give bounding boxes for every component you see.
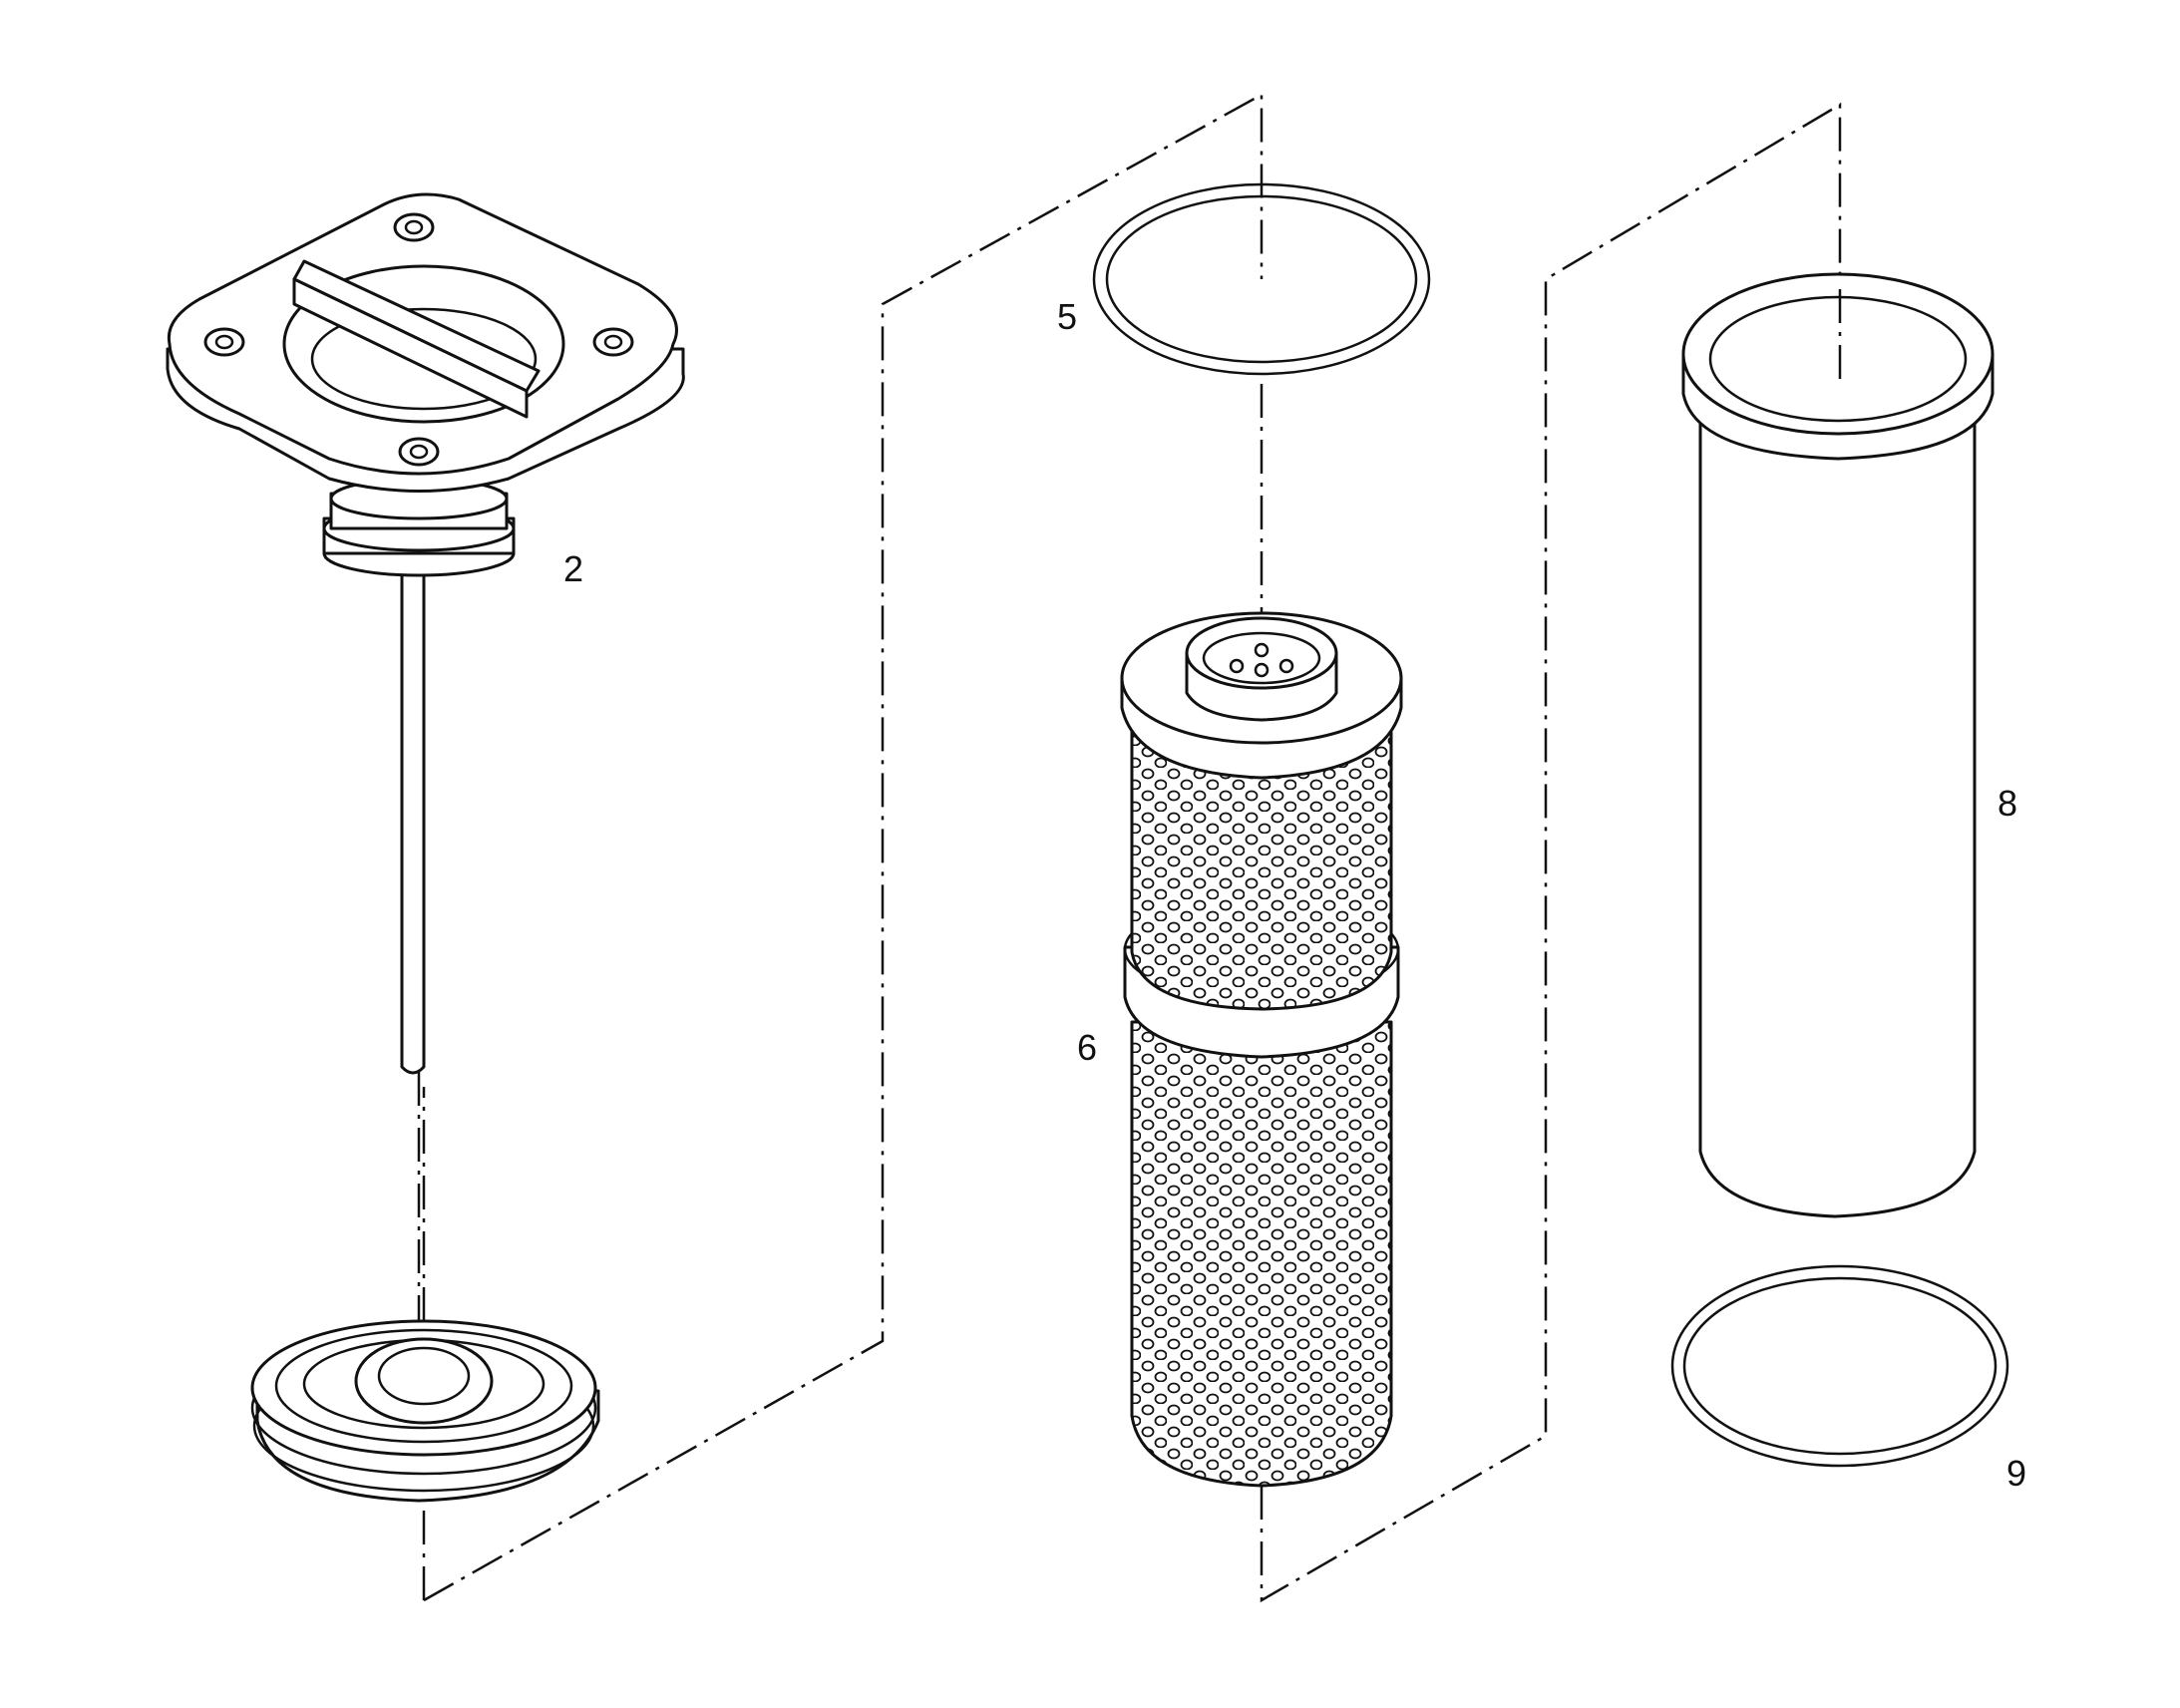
callout-5: 5 — [1057, 296, 1077, 337]
callout-6: 6 — [1077, 1027, 1097, 1068]
bottom-seal-fitting — [250, 1319, 600, 1503]
part-5-o-ring — [1092, 182, 1431, 376]
part-2-cover-assembly — [166, 192, 685, 1075]
part-8-housing-tube — [1681, 272, 1995, 1218]
callout-2: 2 — [563, 548, 583, 589]
callout-9: 9 — [2006, 1453, 2026, 1494]
callout-8: 8 — [1998, 783, 2017, 824]
part-9-o-ring — [1670, 1264, 2009, 1468]
part-6-filter-element — [1120, 611, 1403, 1488]
